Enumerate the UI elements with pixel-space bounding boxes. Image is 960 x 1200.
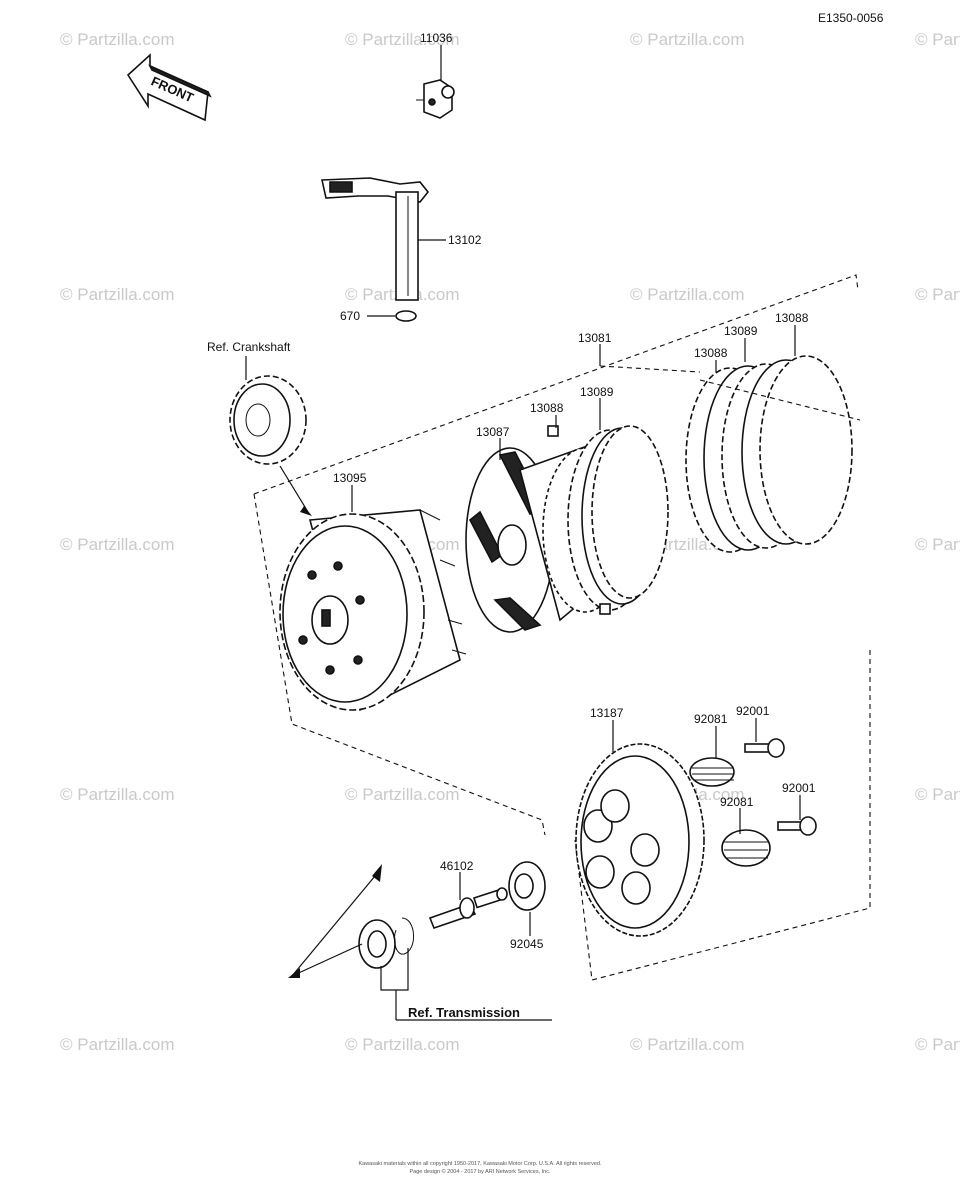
callout-92081-b: 92081 [720, 795, 754, 809]
watermark: © Partzilla.com [345, 785, 460, 804]
clutch-housing-13095 [279, 509, 467, 712]
callout-92081-a: 92081 [694, 712, 728, 726]
crankshaft-gear [229, 375, 307, 465]
callout-13095: 13095 [333, 471, 367, 485]
callout-13187: 13187 [590, 706, 624, 720]
callout-13089-top: 13089 [724, 324, 758, 338]
group-outline-left [253, 493, 546, 836]
callout-13087: 13087 [476, 425, 510, 439]
bolt-92001-b [777, 816, 817, 836]
pushrod-46102 [428, 887, 508, 930]
callout-13088-top: 13088 [775, 311, 809, 325]
spring-92081-b [721, 829, 771, 867]
washer-transmission [358, 919, 396, 969]
bolt-92001-a [744, 738, 785, 758]
front-arrow-icon: FRONT [126, 53, 212, 122]
arrow-head-icon [300, 506, 312, 516]
bracket-ref-transmission [380, 948, 409, 991]
callout-13089-mid: 13089 [580, 385, 614, 399]
arrow-head-icon [372, 864, 382, 882]
watermark: © Partzilla.com [915, 30, 960, 49]
group-outline-top [253, 274, 859, 495]
watermark: © Partzilla.com [630, 30, 745, 49]
watermark: © Partzilla.com [630, 1035, 745, 1054]
clutch-plates-left [547, 425, 669, 615]
transmission-arrow-line-2 [291, 943, 363, 977]
group-outline-right [574, 650, 871, 981]
watermark: © Partzilla.com [915, 535, 960, 554]
washer-670 [395, 310, 417, 322]
watermark: © Partzilla.com [630, 285, 745, 304]
callout-92045: 92045 [510, 937, 544, 951]
spring-92081-a [689, 757, 735, 787]
clutch-plates-right [685, 355, 861, 553]
pressure-plate-13187 [575, 743, 705, 937]
callout-92001-b: 92001 [782, 781, 816, 795]
release-shaft-13102 [321, 177, 430, 301]
crankshaft-to-clutch-arrow [279, 465, 309, 513]
watermark: © Partzilla.com [60, 535, 175, 554]
watermark: © Partzilla.com [915, 785, 960, 804]
circlip-transmission [393, 917, 414, 955]
callout-11036: 11036 [420, 31, 453, 45]
watermark: © Partzilla.com [60, 1035, 175, 1054]
watermark: © Partzilla.com [60, 785, 175, 804]
arrow-head-icon [288, 968, 300, 978]
diagram-code: E1350-0056 [818, 11, 884, 25]
watermark: © Partzilla.com [60, 285, 175, 304]
callout-13088-left: 13088 [530, 401, 564, 415]
watermark: © Partzilla.com [915, 1035, 960, 1054]
watermark: © Partzilla.com [60, 30, 175, 49]
callout-13088-mid: 13088 [694, 346, 728, 360]
watermark: © Partzilla.com [915, 285, 960, 304]
callout-13081: 13081 [578, 331, 612, 345]
callout-46102: 46102 [440, 859, 474, 873]
footer-design: Page design © 2004 - 2017 by ARI Network… [409, 1168, 550, 1175]
transmission-arrow-line [291, 869, 381, 977]
leader-13081-dash [599, 365, 701, 373]
ref-crankshaft-label: Ref. Crankshaft [207, 340, 291, 354]
callout-670: 670 [340, 309, 360, 323]
lever-bracket-11036 [416, 79, 455, 119]
watermark: © Partzilla.com [345, 1035, 460, 1054]
footer-copyright: Kawasaki materials within all copyright … [358, 1161, 601, 1167]
bearing-92045 [508, 861, 546, 911]
callout-13102: 13102 [448, 233, 482, 247]
watermark: © Partzilla.com [345, 30, 460, 49]
callout-92001-a: 92001 [736, 704, 770, 718]
ref-transmission-label: Ref. Transmission [408, 1005, 520, 1020]
